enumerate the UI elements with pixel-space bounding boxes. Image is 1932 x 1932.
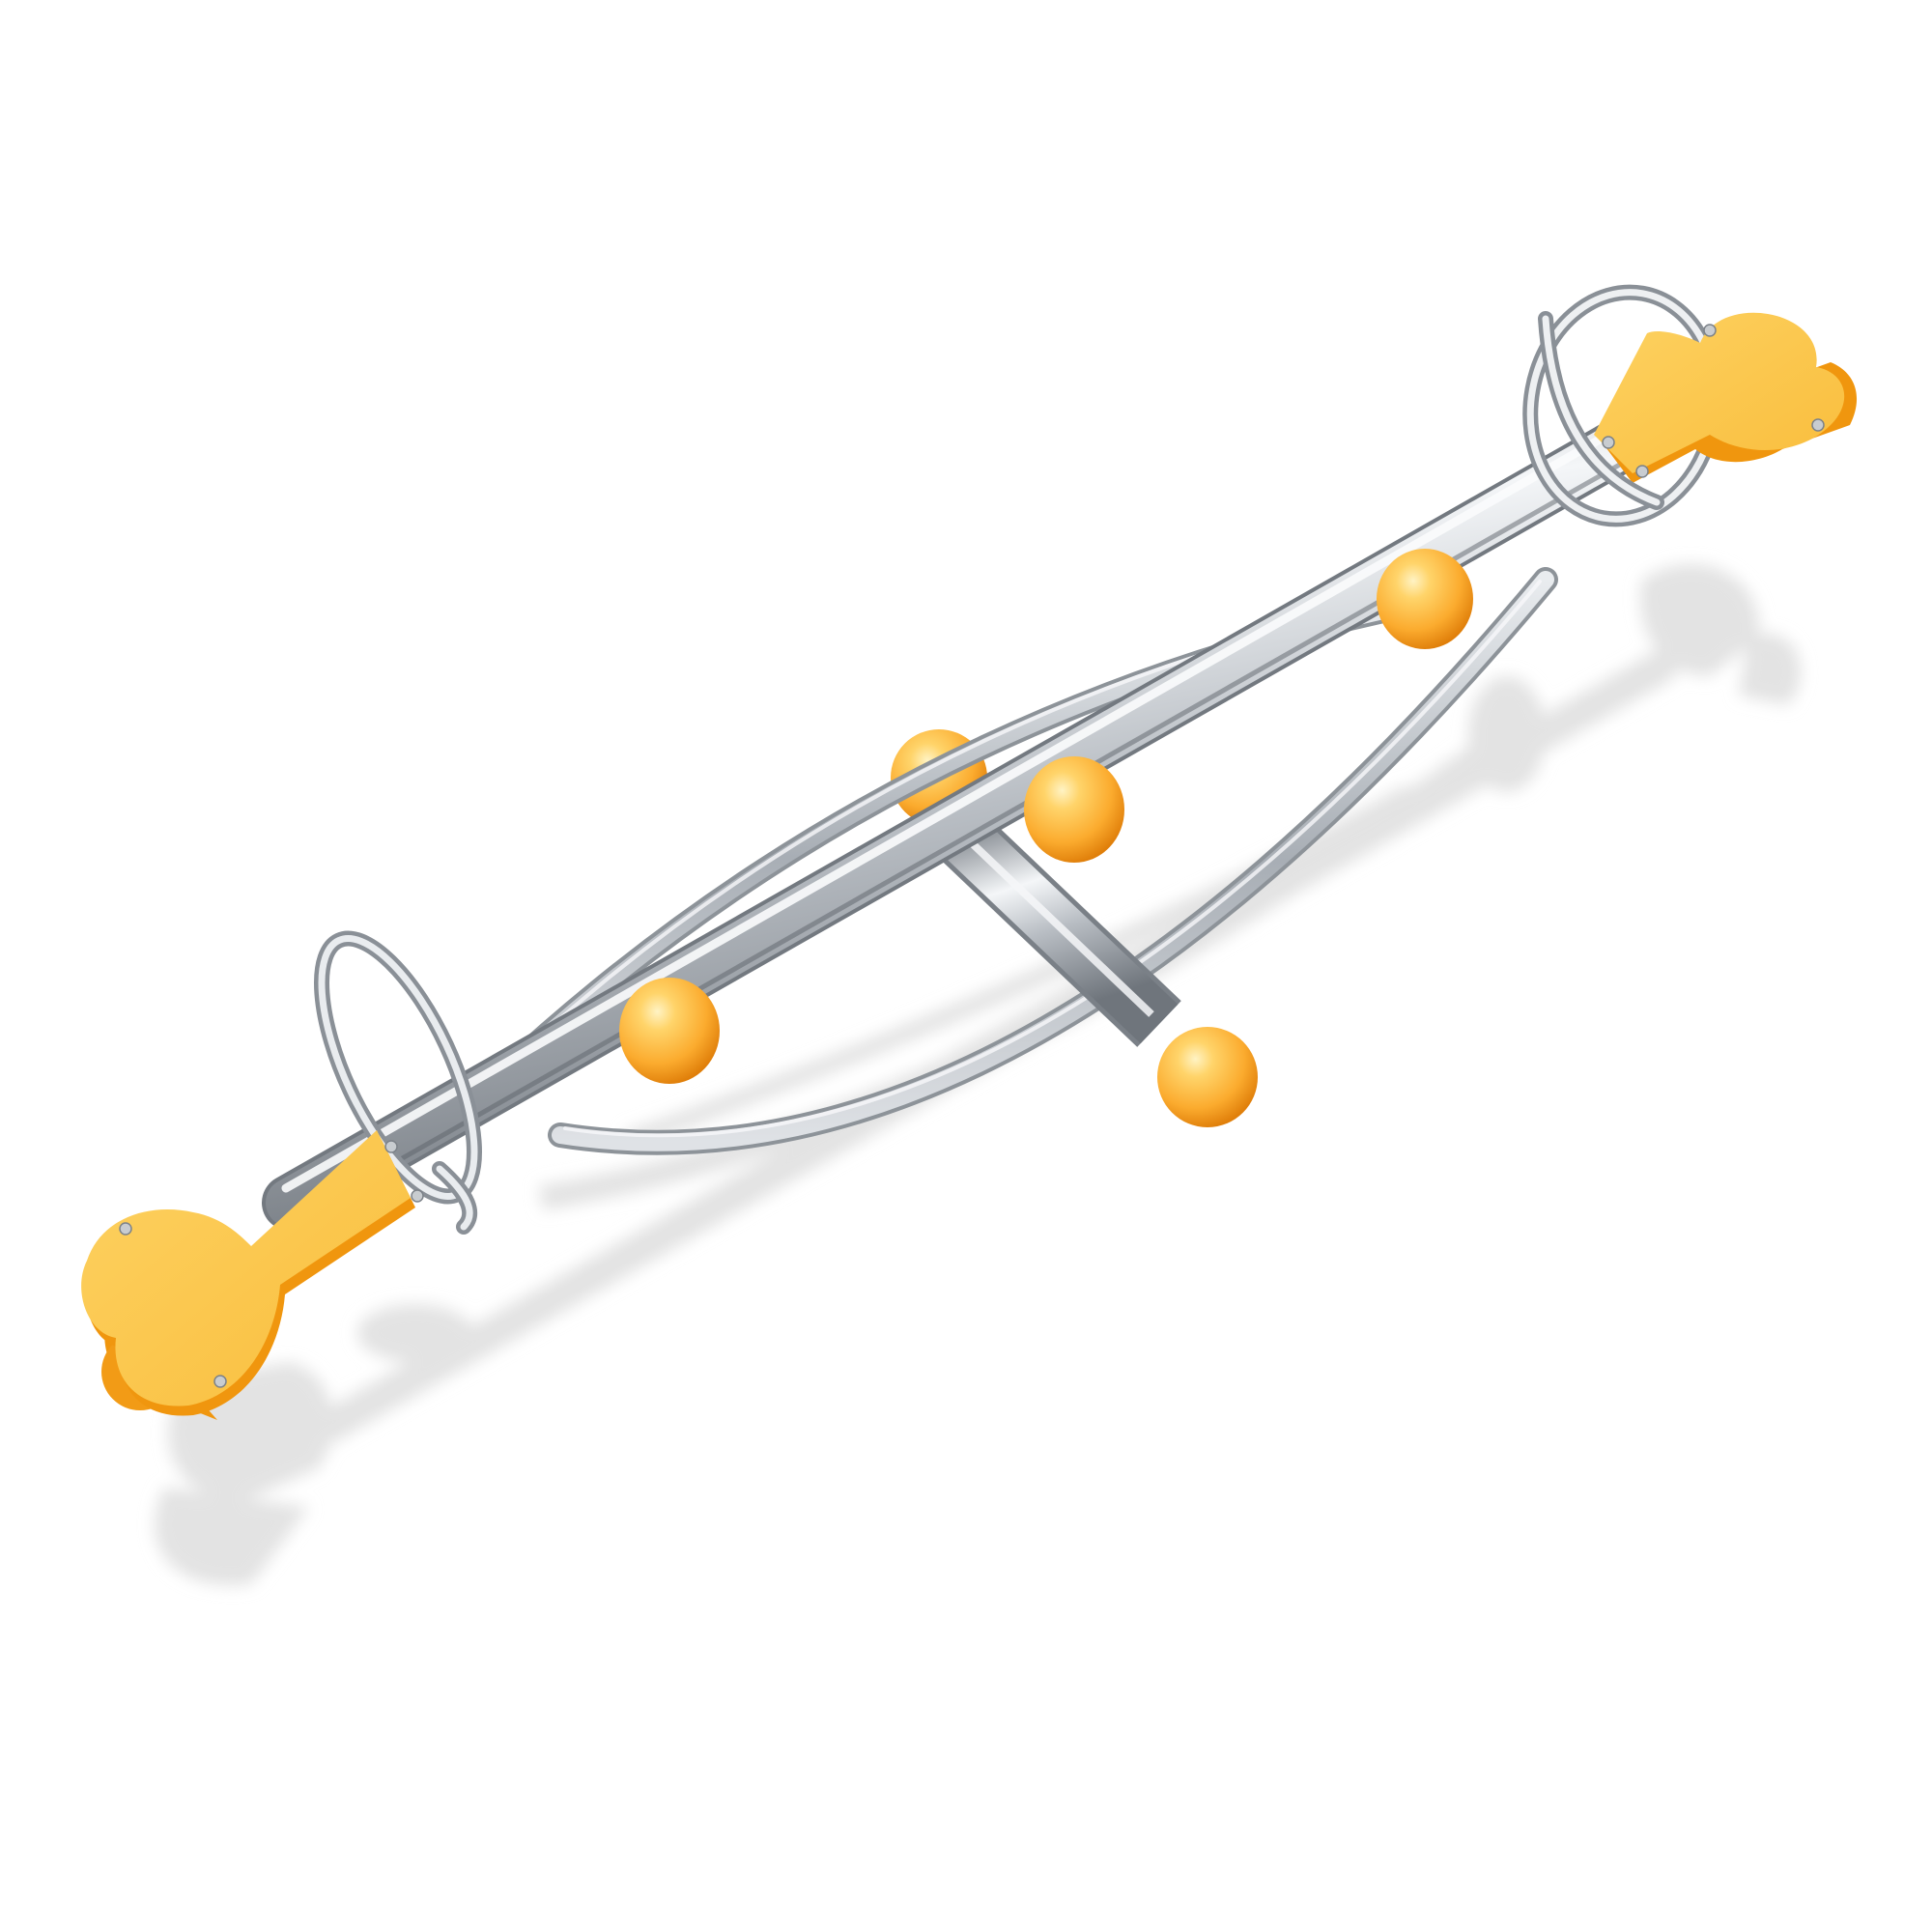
right-seat-bolt <box>1635 465 1649 478</box>
right-seat-bolt <box>1703 324 1717 337</box>
pivot-axle <box>934 808 1181 1047</box>
lower-curved-bar <box>548 567 1558 1155</box>
main-beam <box>262 383 1709 1231</box>
left-seat-bolt <box>213 1375 227 1388</box>
right-handle-ring-front <box>1538 311 1664 510</box>
beam-joint-ball-left <box>619 978 720 1084</box>
right-seat <box>1594 312 1858 483</box>
right-seat-bolt <box>1602 436 1615 449</box>
left-seat-bolt <box>119 1222 132 1236</box>
right-seat-bolt <box>1811 418 1825 432</box>
beam-joint-ball-right <box>1377 549 1473 649</box>
left-seat <box>81 1130 424 1420</box>
beam-joint-ball-center <box>1024 756 1124 863</box>
left-seat-bolt <box>384 1140 398 1153</box>
left-seat-bolt <box>411 1189 424 1203</box>
axle-end-cap-front <box>1157 1027 1258 1127</box>
left-handle-ring-front <box>432 1161 478 1235</box>
